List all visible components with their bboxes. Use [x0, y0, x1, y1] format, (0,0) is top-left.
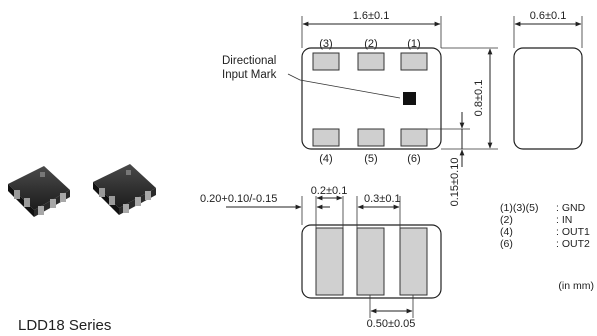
pin-legend: (1)(3)(5) : GND (2) : IN (4) : OUT1 (6) … [500, 202, 590, 250]
legend-pin-3: (6) [500, 238, 513, 250]
legend-pin-1: (2) [500, 214, 513, 226]
mark-label-line1: Directional [222, 55, 276, 67]
width-dim-label: 1.6±0.1 [353, 10, 390, 22]
directional-input-mark [403, 92, 416, 105]
thickness-dim-label: 0.6±0.1 [530, 10, 567, 22]
pad-4 [312, 128, 340, 147]
pin-label-6: (6) [407, 153, 420, 165]
pad-3 [312, 52, 340, 71]
pitch-dim-label: 0.50±0.05 [367, 318, 416, 330]
pad-width-dim-label: 0.2±0.1 [311, 185, 348, 197]
legend-pin-2: (4) [500, 226, 513, 238]
top-view-body [301, 47, 442, 150]
pad-5 [357, 128, 385, 147]
pin-label-3: (3) [319, 38, 332, 50]
height-dim-label: 0.8±0.1 [473, 80, 485, 117]
gap-dim-label: 0.3±0.1 [364, 193, 401, 205]
bottom-pad-right [399, 227, 428, 296]
legend-func-3: : OUT2 [556, 238, 590, 250]
series-title: LDD18 Series [18, 317, 111, 334]
pad-2 [357, 52, 385, 71]
chip-photo-right [93, 164, 156, 215]
pin-label-4: (4) [319, 153, 332, 165]
bottom-view: 0.20+0.10/-0.15 0.2±0.1 0.3±0.1 0.50±0.0… [200, 185, 442, 330]
chip-photo-left [8, 166, 70, 217]
legend-func-0: : GND [556, 202, 586, 214]
bottom-pad-left [315, 227, 344, 296]
legend-pin-0: (1)(3)(5) [500, 202, 539, 214]
bottom-pad-middle [356, 227, 385, 296]
mark-label-line2: Input Mark [222, 69, 277, 81]
units-note: (in mm) [558, 280, 594, 292]
pin-label-5: (5) [364, 153, 377, 165]
mark-leader-line [287, 73, 401, 99]
side-view-body [513, 47, 583, 150]
pin-label-1: (1) [407, 38, 420, 50]
top-view: 1.6±0.1 (3) (2) (1) (4) (5) (6) Directio… [222, 10, 498, 206]
legend-func-2: : OUT1 [556, 226, 590, 238]
pad-6 [400, 128, 428, 147]
legend-func-1: : IN [556, 214, 572, 226]
side-view: 0.6±0.1 [513, 10, 583, 150]
pad-1 [400, 52, 428, 71]
edge-dim-label: 0.20+0.10/-0.15 [200, 193, 277, 205]
pin-label-2: (2) [364, 38, 377, 50]
pad-offset-dim-label: 0.15±0.10 [449, 158, 461, 207]
